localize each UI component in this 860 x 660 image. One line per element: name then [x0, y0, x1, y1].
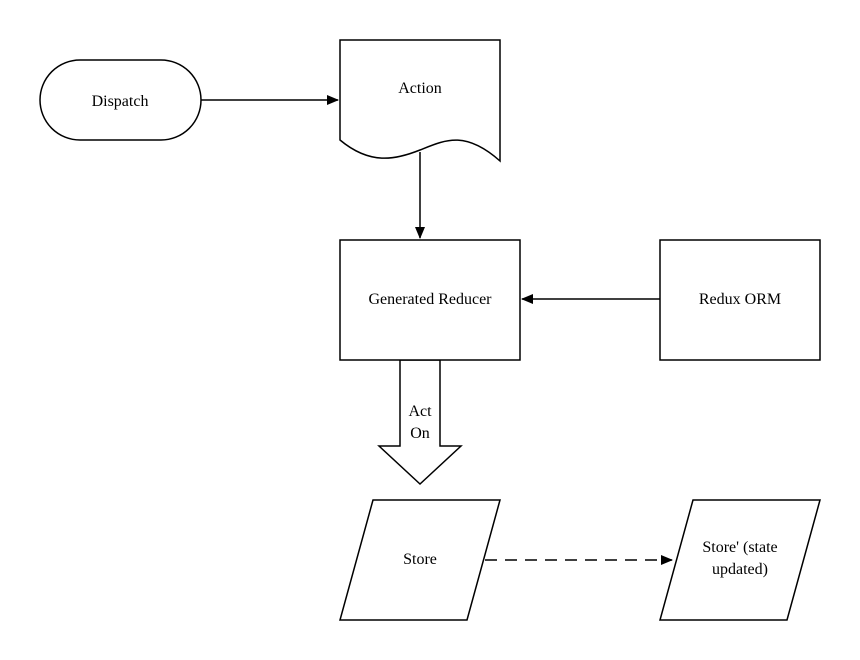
- redux-orm-node: [659, 239, 821, 361]
- action-label: Action: [398, 80, 442, 97]
- dispatch-label: Dispatch: [92, 93, 149, 110]
- dispatch-node: [39, 59, 202, 141]
- redux-orm-label: Redux ORM: [699, 291, 781, 308]
- store-label: Store: [403, 551, 437, 568]
- store-updated-label-line2: updated): [712, 561, 768, 578]
- store-updated-node: [659, 499, 821, 621]
- action-node: [339, 39, 501, 163]
- act-on-block-arrow: [377, 359, 463, 486]
- store-node: [339, 499, 501, 621]
- store-updated-label-line1: Store' (state: [702, 539, 777, 556]
- generated-reducer-node: [339, 239, 521, 361]
- generated-reducer-label: Generated Reducer: [368, 291, 492, 308]
- act-on-label-line2: On: [410, 425, 430, 442]
- act-on-label-line1: Act: [408, 403, 432, 420]
